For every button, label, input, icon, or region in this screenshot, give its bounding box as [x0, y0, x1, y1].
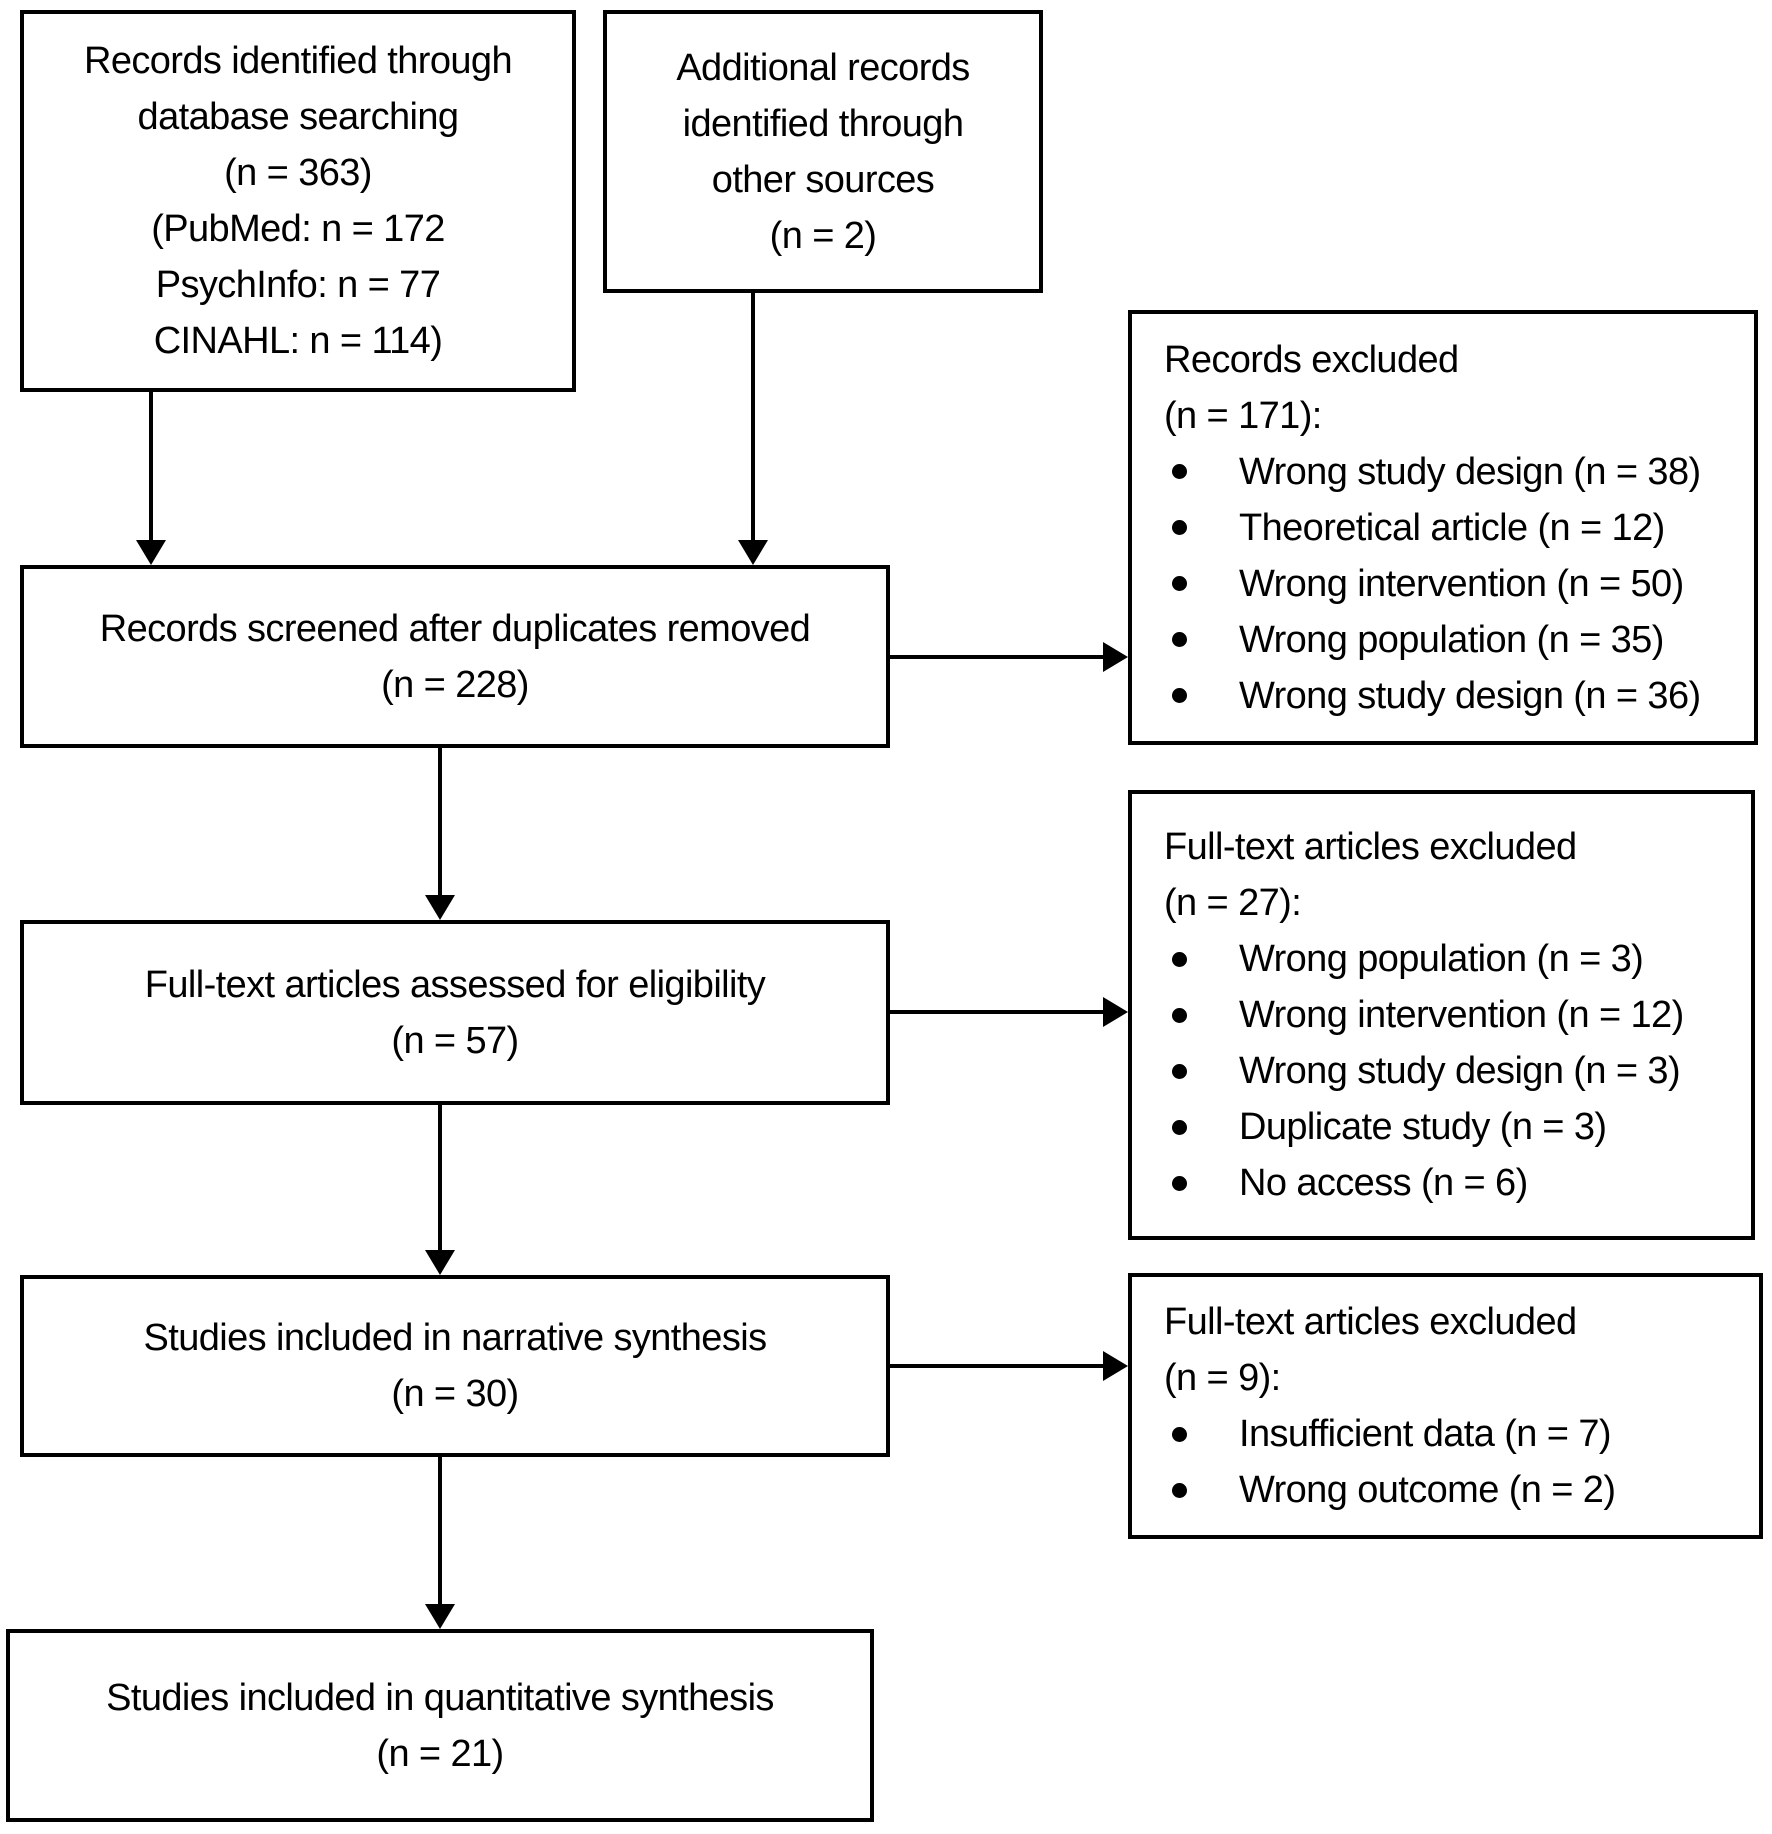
bullet-text: Wrong study design (n = 36)	[1239, 674, 1701, 717]
box-text-line: (n = 171):	[1164, 394, 1322, 437]
box-fulltext-assessed: Full-text articles assessed for eligibil…	[20, 920, 890, 1105]
bullet-dot-icon	[1172, 576, 1187, 591]
box-records-screened: Records screened after duplicates remove…	[20, 565, 890, 748]
arrow-fulltext-to-excluded-shaft	[890, 1010, 1105, 1014]
box-fulltext-excluded-27: Full-text articles excluded (n = 27): Wr…	[1128, 790, 1755, 1240]
box-text-line: Records excluded	[1164, 338, 1459, 381]
box-text-line: (n = 363)	[224, 152, 372, 194]
arrow-narrative-to-excluded-shaft	[890, 1364, 1105, 1368]
bullet-text: Wrong population (n = 3)	[1239, 938, 1644, 980]
bullet-dot-icon	[1172, 464, 1187, 479]
box-text-line: Full-text articles excluded	[1164, 826, 1577, 868]
arrow-screened-to-fulltext-head-icon	[425, 895, 455, 920]
box-text-line: (n = 228)	[381, 663, 529, 706]
bullet-dot-icon	[1172, 520, 1187, 535]
bullet-dot-icon	[1172, 1119, 1187, 1135]
bullet-item: Wrong population (n = 3)	[1164, 931, 1644, 987]
bullet-item: Wrong outcome (n = 2)	[1164, 1462, 1616, 1518]
bullet-text: Duplicate study (n = 3)	[1239, 1106, 1607, 1148]
arrow-narrative-to-excluded-head-icon	[1103, 1351, 1128, 1381]
box-text-line: Studies included in narrative synthesis	[143, 1317, 768, 1359]
bullet-dot-icon	[1172, 632, 1187, 647]
box-text-line: other sources	[711, 158, 935, 201]
bullet-dot-icon	[1172, 951, 1187, 967]
arrow-screened-to-excluded-shaft	[890, 655, 1105, 659]
bullet-text: No access (n = 6)	[1239, 1162, 1528, 1204]
box-text-line: (PubMed: n = 172	[151, 208, 445, 250]
arrow-narrative-to-quantitative-head-icon	[425, 1604, 455, 1629]
bullet-item: Wrong study design (n = 36)	[1164, 668, 1701, 724]
arrow-additional-to-screened-shaft	[751, 293, 755, 542]
bullet-item: Wrong intervention (n = 50)	[1164, 556, 1684, 612]
bullet-dot-icon	[1172, 1426, 1187, 1442]
box-text-line: Records identified through	[83, 40, 513, 82]
box-records-excluded: Records excluded (n = 171): Wrong study …	[1128, 310, 1758, 745]
arrow-identified-to-screened-head-icon	[136, 540, 166, 565]
box-text-line: (n = 9):	[1164, 1357, 1281, 1399]
box-text-line: (n = 57)	[391, 1019, 519, 1062]
bullet-text: Wrong outcome (n = 2)	[1239, 1469, 1616, 1511]
bullet-item: Theoretical article (n = 12)	[1164, 500, 1665, 556]
bullet-item: No access (n = 6)	[1164, 1155, 1528, 1211]
box-text-line: Full-text articles excluded	[1164, 1301, 1577, 1343]
bullet-text: Wrong study design (n = 3)	[1239, 1050, 1681, 1092]
bullet-dot-icon	[1172, 1063, 1187, 1079]
box-text-line: CINAHL: n = 114)	[153, 320, 443, 362]
bullet-item: Wrong study design (n = 38)	[1164, 444, 1701, 500]
bullet-item: Wrong intervention (n = 12)	[1164, 987, 1684, 1043]
bullet-dot-icon	[1172, 1175, 1187, 1191]
box-text-line: (n = 27):	[1164, 882, 1302, 924]
arrow-screened-to-excluded-head-icon	[1103, 642, 1128, 672]
box-text-line: Additional records	[676, 46, 970, 89]
box-text-line: (n = 2)	[769, 214, 877, 257]
bullet-text: Wrong population (n = 35)	[1239, 618, 1664, 661]
bullet-text: Wrong intervention (n = 50)	[1239, 562, 1684, 605]
arrow-identified-to-screened-shaft	[149, 392, 153, 542]
box-text-line: Records screened after duplicates remove…	[99, 607, 811, 650]
box-text-line: (n = 21)	[376, 1732, 504, 1775]
bullet-text: Theoretical article (n = 12)	[1239, 506, 1665, 549]
arrow-fulltext-to-narrative-shaft	[438, 1105, 442, 1250]
bullet-text: Wrong study design (n = 38)	[1239, 450, 1701, 493]
bullet-text: Insufficient data (n = 7)	[1239, 1413, 1612, 1455]
box-quantitative-synthesis: Studies included in quantitative synthes…	[6, 1629, 874, 1822]
bullet-item: Wrong study design (n = 3)	[1164, 1043, 1681, 1099]
arrow-fulltext-to-excluded-head-icon	[1103, 997, 1128, 1027]
box-text-line: database searching	[137, 96, 459, 138]
bullet-item: Duplicate study (n = 3)	[1164, 1099, 1607, 1155]
box-fulltext-excluded-9: Full-text articles excluded (n = 9): Ins…	[1128, 1273, 1763, 1539]
box-text-line: PsychInfo: n = 77	[155, 264, 441, 306]
box-text-line: identified through	[682, 102, 964, 145]
bullet-text: Wrong intervention (n = 12)	[1239, 994, 1684, 1036]
bullet-dot-icon	[1172, 1007, 1187, 1023]
box-text-line: Full-text articles assessed for eligibil…	[144, 963, 766, 1006]
arrow-screened-to-fulltext-shaft	[438, 748, 442, 896]
box-text-line: Studies included in quantitative synthes…	[106, 1676, 774, 1719]
bullet-item: Wrong population (n = 35)	[1164, 612, 1664, 668]
box-narrative-synthesis: Studies included in narrative synthesis …	[20, 1275, 890, 1457]
bullet-item: Insufficient data (n = 7)	[1164, 1406, 1612, 1462]
bullet-dot-icon	[1172, 1482, 1187, 1498]
box-records-identified: Records identified through database sear…	[20, 10, 576, 392]
bullet-dot-icon	[1172, 688, 1187, 703]
arrow-narrative-to-quantitative-shaft	[438, 1457, 442, 1604]
box-additional-records: Additional records identified through ot…	[603, 10, 1043, 293]
box-text-line: (n = 30)	[391, 1373, 519, 1415]
arrow-fulltext-to-narrative-head-icon	[425, 1250, 455, 1275]
arrow-additional-to-screened-head-icon	[738, 540, 768, 565]
